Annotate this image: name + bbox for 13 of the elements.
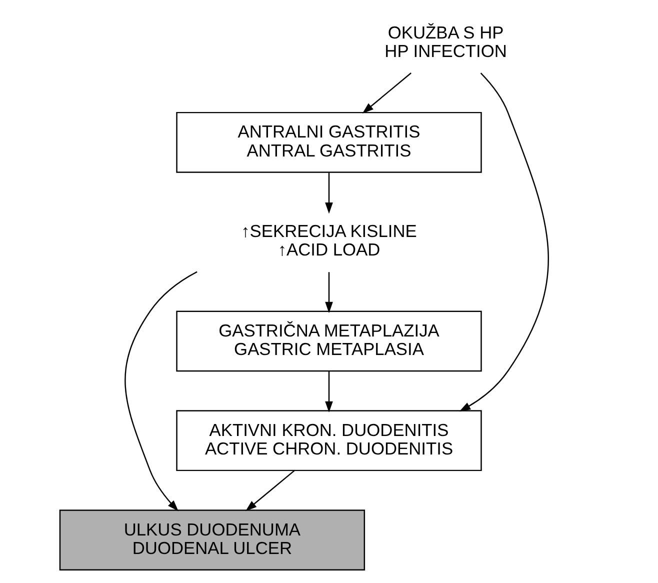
- arrow: [246, 470, 295, 512]
- arrow: [325, 372, 333, 413]
- node-box: GASTRIČNA METAPLAZIJA GASTRIC METAPLASIA: [176, 310, 482, 372]
- arrow: [124, 271, 198, 512]
- arrow: [362, 72, 412, 114]
- arrow: [325, 172, 333, 214]
- arrow: [325, 272, 333, 314]
- node-text: OKUŽBA S HP HP INFECTION: [384, 22, 507, 61]
- node-box: AKTIVNI KRON. DUODENITIS ACTIVE CHRON. DUODENITIS: [176, 410, 482, 472]
- node-box: ULKUS DUODENUMA DUODENAL ULCER: [59, 510, 366, 570]
- node-box: ANTRALNI GASTRITIS ANTRAL GASTRITIS: [176, 112, 482, 173]
- node-text: ↑SEKRECIJA KISLINE ↑ACID LOAD: [241, 221, 417, 260]
- arrow: [459, 72, 549, 412]
